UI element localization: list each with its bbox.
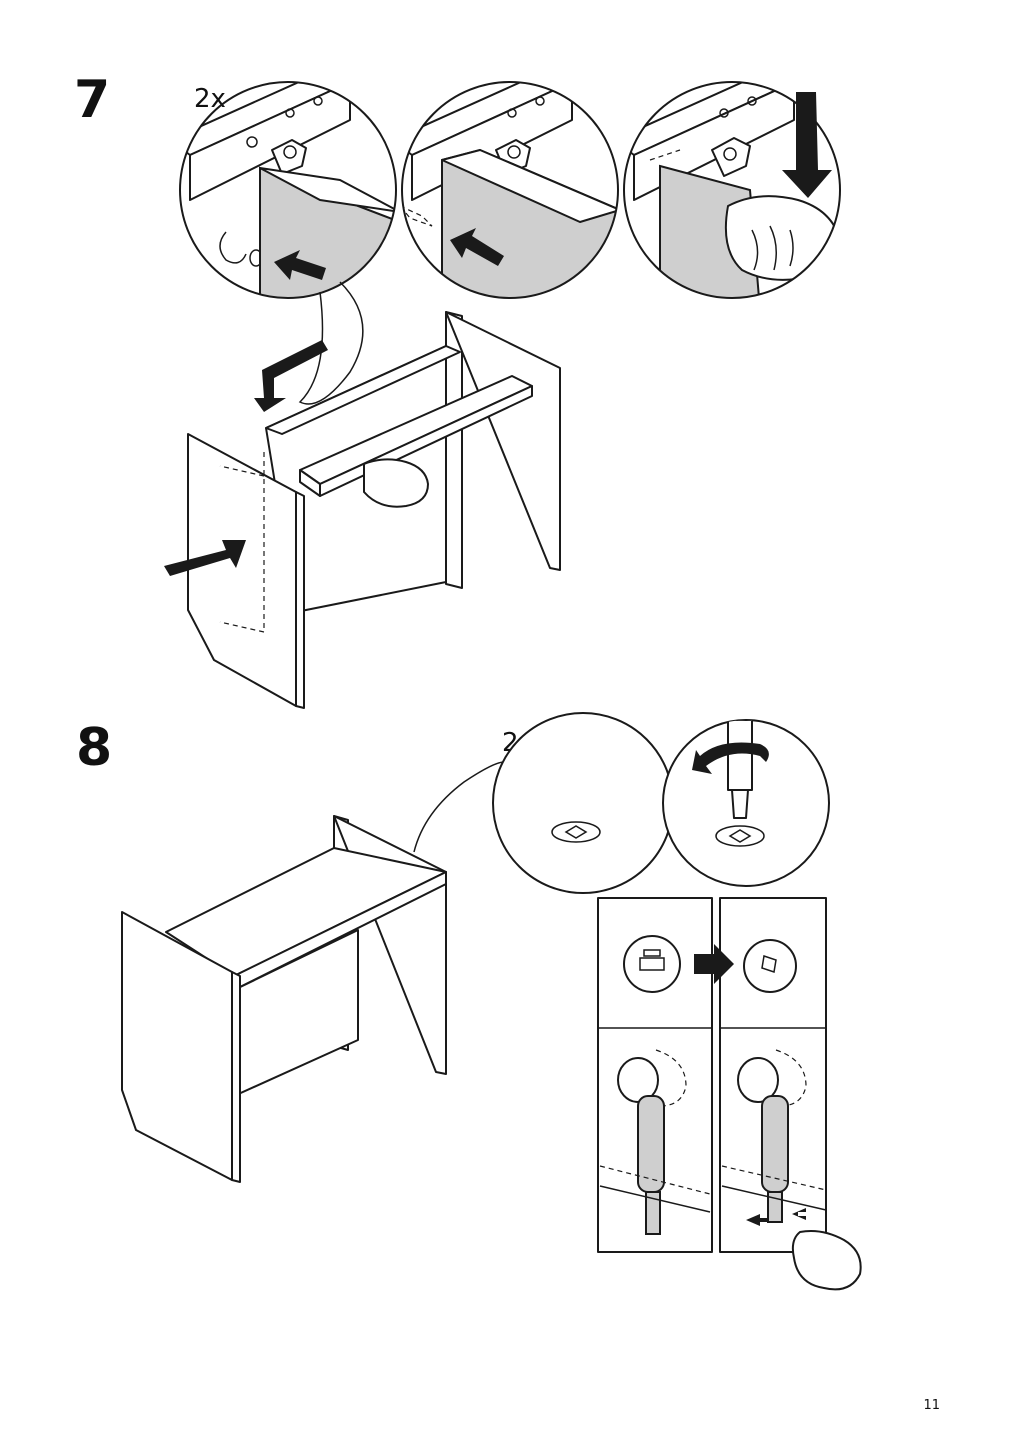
left-arrow-icon <box>450 228 504 266</box>
down-left-arrow-icon <box>254 340 328 412</box>
rotate-counterclockwise-icon <box>692 742 769 774</box>
step7-detail-circle-1 <box>179 81 397 405</box>
cam-lock-icon <box>623 935 681 993</box>
screwdriver-icon <box>727 720 753 791</box>
right-arrow-icon <box>164 540 246 576</box>
page-number: 11 <box>923 1398 940 1413</box>
right-arrow-icon <box>694 944 734 984</box>
step-7-quantity: 2x <box>194 84 226 114</box>
step7-detail-circle-3 <box>623 81 841 299</box>
step7-cabinet-drawing <box>164 311 561 709</box>
step8-cam-lock-panels <box>597 897 862 1291</box>
step-8-number: 8 <box>76 718 113 778</box>
step8-detail-circle-1 <box>492 712 674 894</box>
step7-detail-circle-2 <box>401 81 619 299</box>
step8-detail-circle-2 <box>662 719 830 887</box>
down-arrow-icon <box>782 92 832 198</box>
step8-cabinet-drawing <box>121 761 505 1183</box>
step-7-number: 7 <box>74 70 111 130</box>
hand-icon <box>363 458 429 508</box>
hand-icon <box>791 1230 862 1291</box>
left-arrow-icon <box>274 250 326 280</box>
cam-lock-icon <box>743 939 797 993</box>
hand-icon <box>724 195 840 281</box>
